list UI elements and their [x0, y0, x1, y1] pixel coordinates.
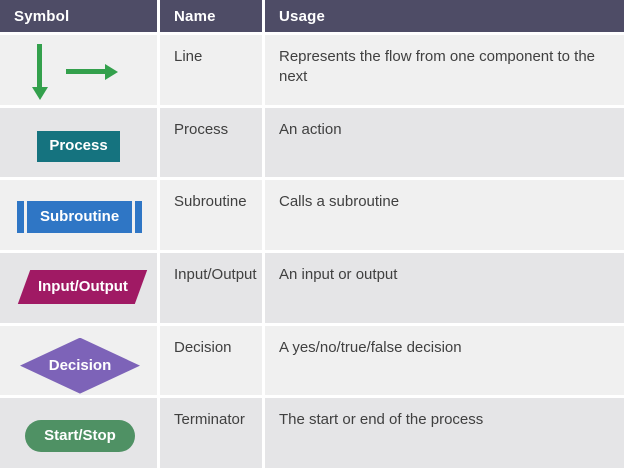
usage-cell: A yes/no/true/false decision: [265, 325, 624, 396]
symbol-cell-input-output: Input/Output: [0, 252, 157, 323]
subroutine-body: Subroutine: [27, 201, 133, 234]
name-cell: Process: [160, 107, 262, 178]
right-arrow-stem: [66, 69, 107, 74]
symbol-cell-terminator: Start/Stop: [0, 398, 157, 468]
name-cell: Line: [160, 35, 262, 105]
down-arrow-icon: [32, 44, 48, 100]
column-header-name: Name: [160, 0, 262, 32]
name-cell: Terminator: [160, 398, 262, 468]
usage-cell: An input or output: [265, 252, 624, 323]
subroutine-rectangle-icon: Subroutine: [17, 201, 143, 234]
shape-label: Decision: [48, 356, 112, 374]
column-header-symbol: Symbol: [0, 0, 157, 32]
right-arrow-icon: [66, 64, 118, 80]
shape-label: Start/Stop: [44, 427, 116, 445]
symbol-cell-decision: Decision: [0, 325, 157, 396]
name-cell: Subroutine: [160, 180, 262, 250]
subroutine-right-bar: [135, 201, 143, 234]
name-cell: Input/Output: [160, 252, 262, 323]
usage-cell: Calls a subroutine: [265, 180, 624, 250]
down-arrow-head: [32, 87, 48, 100]
input-output-parallelogram-icon: Input/Output: [17, 269, 148, 304]
usage-cell: Represents the flow from one component t…: [265, 35, 624, 105]
symbol-cell-line: [0, 35, 157, 105]
usage-cell: The start or end of the process: [265, 398, 624, 468]
process-rectangle-icon: Process: [37, 130, 120, 162]
right-arrow-head: [105, 64, 118, 80]
shape-label: Process: [49, 137, 108, 155]
shape-label: Input/Output: [37, 277, 128, 295]
shape-label: Subroutine: [40, 208, 120, 226]
down-arrow-stem: [37, 44, 42, 88]
symbol-cell-subroutine: Subroutine: [0, 180, 157, 250]
name-cell: Decision: [160, 325, 262, 396]
subroutine-left-bar: [17, 201, 24, 234]
symbol-cell-process: Process: [0, 107, 157, 178]
terminator-stadium-icon: Start/Stop: [25, 420, 135, 453]
column-header-usage: Usage: [265, 0, 624, 32]
usage-cell: An action: [265, 107, 624, 178]
decision-diamond-icon: Decision: [20, 337, 140, 394]
